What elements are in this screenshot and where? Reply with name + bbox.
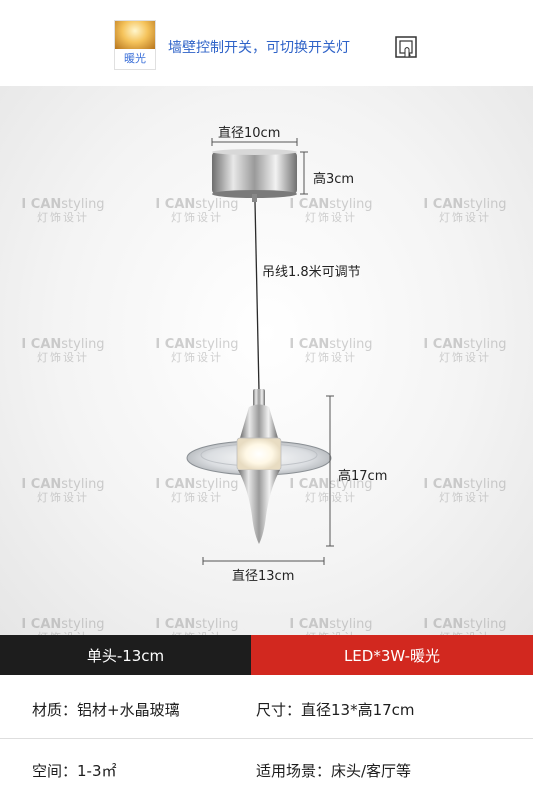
lamp-height-label: 高17cm: [338, 469, 388, 484]
suspension-cord: [254, 201, 260, 392]
watermark-brand: I CAN: [21, 617, 62, 632]
spec-divider: [0, 738, 533, 739]
watermark-brand: I CAN: [289, 197, 330, 212]
watermark-brand: I CAN: [423, 477, 464, 492]
spec-scene: 适用场景：床头/客厅等: [256, 762, 412, 780]
variant-band-left: 单头-13cm: [0, 635, 251, 675]
watermark-brand-suffix: styling: [61, 477, 105, 492]
variant-band-right: LED*3W-暖光: [251, 635, 533, 675]
watermark-brand: I CAN: [155, 337, 196, 352]
watermark-brand: I CAN: [155, 477, 196, 492]
lamp-diameter-label: 直径13cm: [232, 569, 295, 584]
watermark-subtitle: 灯饰设计: [420, 632, 510, 635]
watermark-subtitle: 灯饰设计: [152, 632, 242, 635]
warm-light-swatch: 暖光: [114, 20, 156, 70]
watermark-brand-suffix: styling: [329, 337, 373, 352]
watermark-subtitle: 灯饰设计: [18, 632, 108, 635]
cord-length-label: 吊线1.8米可调节: [262, 265, 361, 280]
spec-material: 材质：铝材+水晶玻璃: [32, 701, 180, 719]
watermark-brand-suffix: styling: [329, 617, 373, 632]
watermark-brand-suffix: styling: [61, 337, 105, 352]
watermark-brand-suffix: styling: [463, 197, 507, 212]
variant-light-label: LED*3W-暖光: [343, 646, 441, 665]
watermark-brand-suffix: styling: [463, 617, 507, 632]
watermark-brand-suffix: styling: [329, 197, 373, 212]
watermark-subtitle: 灯饰设计: [305, 210, 357, 224]
watermark-brand-suffix: styling: [463, 477, 507, 492]
watermark-brand: I CAN: [155, 197, 196, 212]
canopy-height-label: 高3cm: [313, 172, 355, 187]
lamp-head: [186, 389, 332, 544]
swatch-label: 暖光: [124, 52, 146, 65]
watermark-brand: I CAN: [21, 337, 62, 352]
watermark-subtitle: 灯饰设计: [37, 350, 89, 364]
watermark-subtitle: 灯饰设计: [171, 490, 223, 504]
watermark-brand: I CAN: [423, 617, 464, 632]
watermark-subtitle: 灯饰设计: [37, 210, 89, 224]
variant-size-label: 单头-13cm: [86, 646, 165, 665]
watermark-subtitle: 灯饰设计: [439, 350, 491, 364]
watermark-brand: I CAN: [289, 617, 330, 632]
canopy-diameter-label: 直径10cm: [218, 126, 281, 141]
watermark-subtitle: 灯饰设计: [439, 210, 491, 224]
watermark-brand-suffix: styling: [195, 477, 239, 492]
watermark-brand: I CAN: [289, 337, 330, 352]
watermark-subtitle: 灯饰设计: [37, 490, 89, 504]
watermark-brand-suffix: styling: [329, 477, 373, 492]
spec-size: 尺寸：直径13*高17cm: [256, 701, 415, 719]
pendant-lamp-illustration: [186, 138, 334, 565]
watermark-brand-suffix: styling: [195, 617, 239, 632]
watermark-brand: I CAN: [289, 477, 330, 492]
spec-space: 空间：1-3㎡: [32, 762, 117, 780]
watermark-brand-suffix: styling: [61, 617, 105, 632]
watermark-subtitle: 灯饰设计: [171, 350, 223, 364]
watermark-brand: I CAN: [21, 477, 62, 492]
watermark-subtitle: 灯饰设计: [286, 632, 376, 635]
wall-switch-icon: [395, 36, 417, 58]
cord-grip: [252, 194, 257, 202]
watermark-brand: I CAN: [155, 617, 196, 632]
watermark-brand-suffix: styling: [463, 337, 507, 352]
watermark-brand: I CAN: [423, 337, 464, 352]
header-bar: 暖光 墙壁控制开关，可切换开关灯: [0, 0, 533, 86]
dimension-lines: [202, 138, 334, 565]
watermark-brand-suffix: styling: [195, 337, 239, 352]
ceiling-canopy: [212, 149, 297, 198]
watermark-subtitle: 灯饰设计: [305, 350, 357, 364]
watermark-subtitle: 灯饰设计: [439, 490, 491, 504]
watermark-brand: I CAN: [21, 197, 62, 212]
warm-light-glow-icon: [115, 21, 155, 49]
watermark-brand-suffix: styling: [61, 197, 105, 212]
watermark-brand-suffix: styling: [195, 197, 239, 212]
watermark-brand: I CAN: [423, 197, 464, 212]
header-switch-text: 墙壁控制开关，可切换开关灯: [168, 40, 350, 56]
watermark-subtitle: 灯饰设计: [171, 210, 223, 224]
